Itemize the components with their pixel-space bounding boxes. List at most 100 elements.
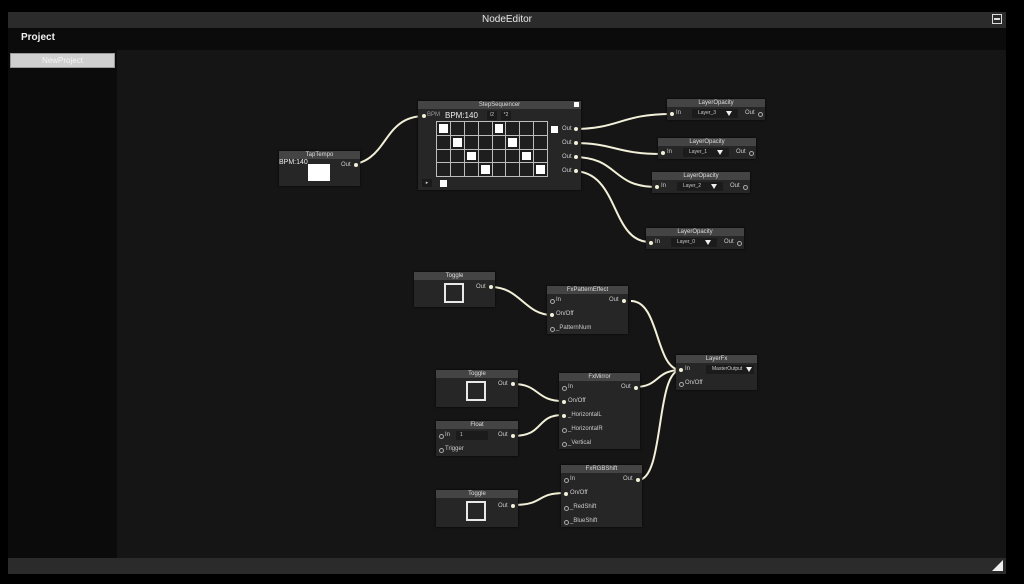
node-taptempo[interactable]: TapTempo BPM:140 Out — [279, 151, 360, 186]
in-port[interactable] — [661, 151, 665, 155]
node-layeropacity[interactable]: LayerOpacity In Layer_1 Out — [658, 138, 756, 159]
step-cell[interactable] — [464, 135, 478, 149]
step-cell[interactable] — [464, 122, 478, 135]
in-port[interactable] — [679, 368, 683, 372]
out-port[interactable] — [511, 434, 515, 438]
step-cell[interactable] — [464, 149, 478, 163]
tap-button[interactable] — [308, 164, 330, 181]
onoff-port[interactable] — [564, 492, 568, 496]
step-cell[interactable] — [437, 135, 450, 149]
step-cell[interactable] — [437, 163, 450, 176]
in-port[interactable] — [439, 434, 444, 439]
step-cell[interactable] — [506, 163, 520, 176]
step-cell[interactable] — [520, 122, 534, 135]
step-cell[interactable] — [492, 135, 506, 149]
in-port[interactable] — [649, 241, 653, 245]
double-tempo-button[interactable]: *2 — [501, 111, 511, 120]
out-port[interactable] — [758, 112, 763, 117]
output-select[interactable]: MasterOutput — [706, 365, 754, 374]
layer-select[interactable]: Layer_3 — [692, 109, 738, 118]
param-port[interactable] — [562, 442, 567, 447]
in-port[interactable] — [550, 299, 555, 304]
step-cell[interactable] — [450, 122, 464, 135]
step-cell[interactable] — [520, 135, 534, 149]
param-port[interactable] — [564, 520, 569, 525]
param-port[interactable] — [550, 327, 555, 332]
node-toggle[interactable]: Toggle Out — [436, 370, 518, 407]
out-port[interactable] — [636, 478, 640, 482]
step-cell[interactable] — [534, 149, 547, 163]
half-tempo-button[interactable]: /2 — [487, 111, 497, 120]
step-cell[interactable] — [478, 149, 492, 163]
collapse-icon[interactable] — [574, 102, 579, 107]
bpm-in-port[interactable] — [422, 114, 426, 118]
out-port[interactable] — [749, 151, 754, 156]
step-cell[interactable] — [478, 163, 492, 176]
step-cell[interactable] — [492, 163, 506, 176]
out-port[interactable] — [354, 163, 358, 167]
trigger-port[interactable] — [439, 448, 444, 453]
layer-select[interactable]: Layer_2 — [677, 182, 723, 191]
node-layerfx[interactable]: LayerFx In MasterOutput On/Off — [676, 355, 757, 390]
node-fxrgbshift[interactable]: FxRGBShift In Out On/Off _RedShift _Blue… — [561, 465, 642, 527]
step-cell[interactable] — [520, 163, 534, 176]
toggle-checkbox[interactable] — [466, 501, 486, 521]
in-port[interactable] — [670, 112, 674, 116]
node-float[interactable]: Float In 1 Out Trigger — [436, 421, 518, 456]
node-toggle[interactable]: Toggle Out — [436, 490, 518, 527]
step-cell[interactable] — [450, 163, 464, 176]
toggle-checkbox[interactable] — [466, 381, 486, 401]
node-layeropacity[interactable]: LayerOpacity In Layer_0 Out — [646, 228, 744, 249]
node-layeropacity[interactable]: LayerOpacity In Layer_2 Out — [652, 172, 750, 193]
in-port[interactable] — [655, 185, 659, 189]
out-port[interactable] — [574, 155, 578, 159]
out-port[interactable] — [574, 127, 578, 131]
step-cell[interactable] — [520, 149, 534, 163]
out-port[interactable] — [743, 185, 748, 190]
float-value-input[interactable]: 1 — [456, 431, 488, 440]
in-port[interactable] — [564, 478, 569, 483]
out-port[interactable] — [737, 241, 742, 246]
node-fxmirror[interactable]: FxMirror In Out On/Off _HorizontalL _Hor… — [559, 373, 640, 449]
step-cell[interactable] — [450, 149, 464, 163]
param-port[interactable] — [564, 506, 569, 511]
resize-grip-icon[interactable] — [992, 560, 1003, 571]
step-cell[interactable] — [437, 149, 450, 163]
out-port[interactable] — [634, 386, 638, 390]
out-port[interactable] — [489, 285, 493, 289]
onoff-port[interactable] — [562, 400, 566, 404]
layer-select[interactable]: Layer_1 — [683, 148, 729, 157]
out-port[interactable] — [574, 169, 578, 173]
loop-toggle[interactable] — [440, 180, 447, 187]
step-cell[interactable] — [437, 122, 450, 135]
step-cell[interactable] — [478, 135, 492, 149]
step-cell[interactable] — [534, 122, 547, 135]
node-layeropacity[interactable]: LayerOpacity In Layer_3 Out — [667, 99, 765, 120]
layer-select[interactable]: Layer_0 — [671, 238, 717, 247]
out-port[interactable] — [511, 382, 515, 386]
node-toggle[interactable]: Toggle Out — [414, 272, 495, 307]
new-project-button[interactable]: NewProject — [10, 53, 115, 68]
out-port[interactable] — [622, 299, 626, 303]
step-cell[interactable] — [506, 135, 520, 149]
step-cell[interactable] — [506, 122, 520, 135]
play-icon[interactable]: ▸ — [422, 179, 432, 187]
toggle-checkbox[interactable] — [444, 283, 464, 303]
in-port[interactable] — [562, 386, 567, 391]
window-toggle-icon[interactable] — [992, 14, 1002, 24]
out-port[interactable] — [574, 141, 578, 145]
onoff-port[interactable] — [550, 313, 554, 317]
step-cell[interactable] — [492, 149, 506, 163]
param-port[interactable] — [562, 414, 566, 418]
step-cell[interactable] — [478, 122, 492, 135]
step-grid[interactable] — [436, 121, 548, 177]
step-cell[interactable] — [534, 163, 547, 176]
step-cell[interactable] — [506, 149, 520, 163]
step-cell[interactable] — [534, 135, 547, 149]
onoff-port[interactable] — [679, 382, 684, 387]
step-cell[interactable] — [450, 135, 464, 149]
node-fxpatterneffect[interactable]: FxPatternEffect In Out On/Off _PatternNu… — [547, 286, 628, 334]
out-port[interactable] — [511, 504, 515, 508]
sequencer-toggle[interactable] — [551, 126, 558, 133]
step-cell[interactable] — [492, 122, 506, 135]
